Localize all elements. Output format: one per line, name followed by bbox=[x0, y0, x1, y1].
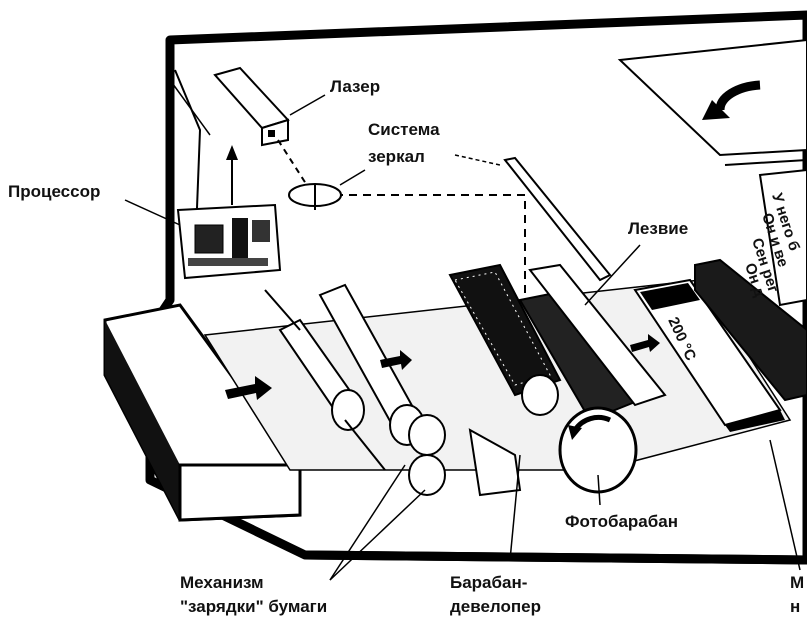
processor-board bbox=[124, 145, 282, 280]
laser-unit bbox=[213, 66, 326, 147]
paper-tray bbox=[103, 303, 302, 522]
processor-label: Процессор bbox=[8, 182, 100, 201]
output-paper: У него б Он и ве Сен рег Он д bbox=[617, 38, 807, 307]
reflector-strip bbox=[503, 156, 612, 282]
arrow-1 bbox=[225, 376, 272, 400]
arrow-2 bbox=[380, 350, 412, 370]
arrow-3 bbox=[630, 334, 660, 352]
base-line bbox=[304, 550, 807, 565]
mirror-system bbox=[288, 154, 501, 210]
leader-lines bbox=[329, 439, 801, 581]
developer-drum-label-2: девелопер bbox=[450, 597, 541, 616]
charging-mechanism-label-2: "зарядки" бумаги bbox=[180, 597, 327, 616]
photo-drum bbox=[518, 288, 642, 494]
paper-flow-arrows bbox=[225, 334, 660, 400]
mirror-system-label-1: Система bbox=[368, 120, 440, 139]
laser-beam bbox=[277, 139, 526, 300]
charging-mechanism-label-1: Механизм bbox=[180, 573, 264, 592]
blade-label: Лезвие bbox=[628, 219, 688, 238]
developer-drum-label-1: Барабан- bbox=[450, 573, 527, 592]
laser-label: Лазер bbox=[330, 77, 380, 96]
cleaning-blade bbox=[528, 244, 667, 407]
charging-rollers bbox=[264, 283, 446, 496]
cut-label-1: М bbox=[790, 573, 804, 592]
photodrum-label: Фотобарабан bbox=[565, 512, 678, 531]
cut-label-2: н bbox=[790, 597, 800, 616]
mirror-system-label-2: зеркал bbox=[368, 147, 425, 166]
developer-drum bbox=[448, 263, 562, 497]
